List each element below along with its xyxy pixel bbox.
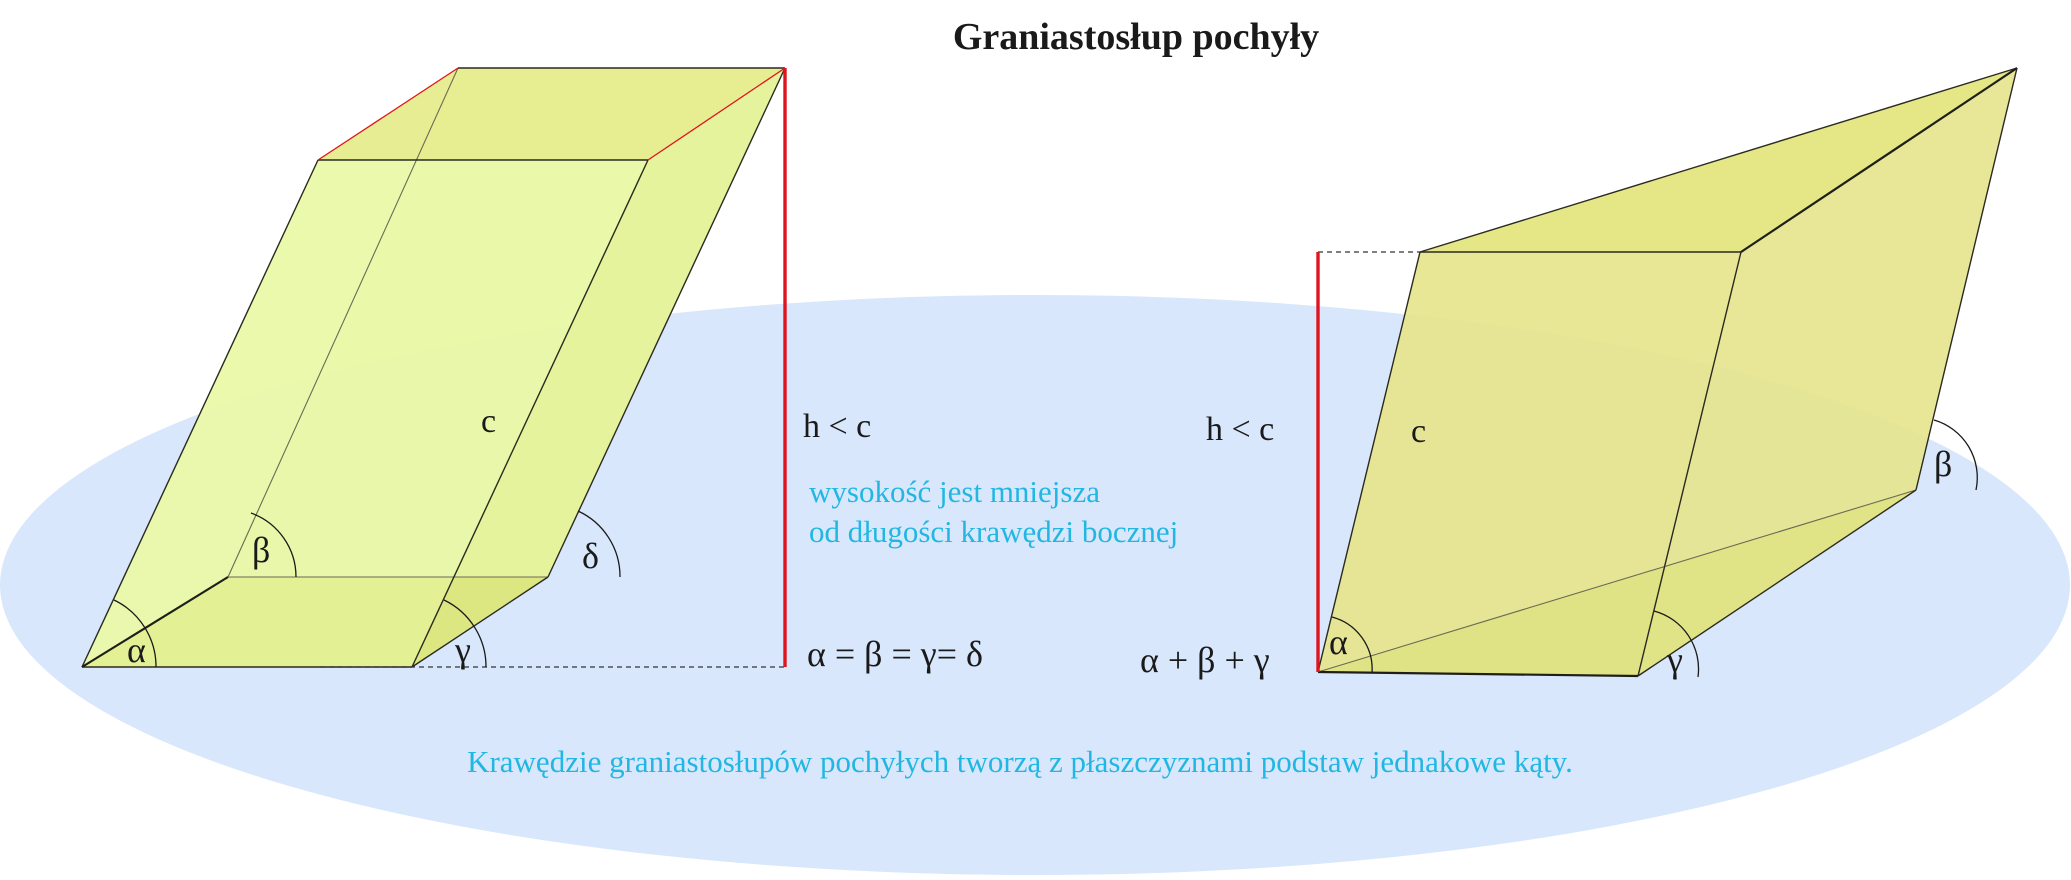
right-prism-edge-top-right — [1740, 67, 2018, 253]
right-prism-hidden-edge — [1317, 489, 1917, 673]
left-equation: α = β = γ= δ — [807, 634, 983, 674]
left-prism-beta-arc — [250, 512, 297, 578]
left-prism-beta-label: β — [252, 530, 270, 570]
right-prism-edge-front-left — [1317, 251, 1421, 673]
right-prism-gamma-arc — [1653, 610, 1700, 678]
left-prism-gamma-shade — [412, 577, 548, 667]
right-prism-edge-bottom-right — [1637, 489, 1917, 677]
right-prism-gamma-label: γ — [1666, 640, 1683, 680]
left-prism-gamma-arc — [443, 599, 487, 668]
left-prism-delta-label: δ — [582, 536, 599, 576]
right-prism-edge-back-right — [1915, 67, 2018, 491]
left-prism-edge-c-label: c — [481, 403, 496, 440]
left-prism-alpha-arc — [113, 599, 157, 668]
left-prism-hidden-edge-1 — [227, 67, 459, 578]
left-prism-edge-front-right — [411, 159, 649, 668]
left-note-line-1: wysokość jest mniejsza — [809, 474, 1100, 509]
right-prism-alpha-label: α — [1329, 622, 1348, 662]
right-prism-beta-label: β — [1934, 444, 1952, 484]
right-prism-edge-front-right — [1637, 251, 1742, 677]
right-equation: α + β + γ — [1140, 640, 1270, 680]
left-prism-edge-bottom-left — [81, 576, 229, 668]
left-prism: α β γ δ c — [81, 67, 787, 670]
left-prism-edge-back-right — [547, 67, 786, 578]
left-prism-delta-arc — [577, 510, 621, 578]
footer-note: Krawędzie graniastosłupów pochyłych twor… — [467, 744, 1573, 779]
page-title: Graniastosłup pochyły — [953, 16, 1319, 58]
left-prism-edge-top-right-red — [647, 67, 786, 161]
left-note-line-2: od długości krawędzi bocznej — [809, 514, 1178, 549]
right-prism-beta-arc — [1933, 419, 1978, 491]
right-prism-bottom-base — [1318, 490, 1916, 676]
right-prism-edge-top-left — [1419, 67, 2018, 253]
left-prism-gamma-label: γ — [454, 630, 471, 670]
right-prism-edge-c-label: c — [1411, 413, 1426, 450]
right-prism: α γ β c — [1316, 67, 2018, 680]
left-prism-edge-front-left — [81, 159, 319, 668]
left-prism-edge-top-left-red — [317, 67, 459, 161]
left-prism-alpha-label: α — [127, 630, 146, 670]
left-prism-edge-bottom-right — [411, 576, 549, 668]
left-prism-front-face — [82, 160, 648, 667]
right-prism-right-face — [1638, 68, 2017, 676]
right-prism-edge-bottom-front — [1317, 670, 1639, 678]
left-height-label: h < c — [803, 408, 871, 445]
right-prism-alpha-arc — [1331, 616, 1373, 674]
right-prism-front-face — [1318, 252, 1741, 676]
left-prism-top-base — [318, 68, 785, 160]
right-height-label: h < c — [1206, 411, 1274, 448]
left-prism-right-face — [412, 68, 785, 667]
